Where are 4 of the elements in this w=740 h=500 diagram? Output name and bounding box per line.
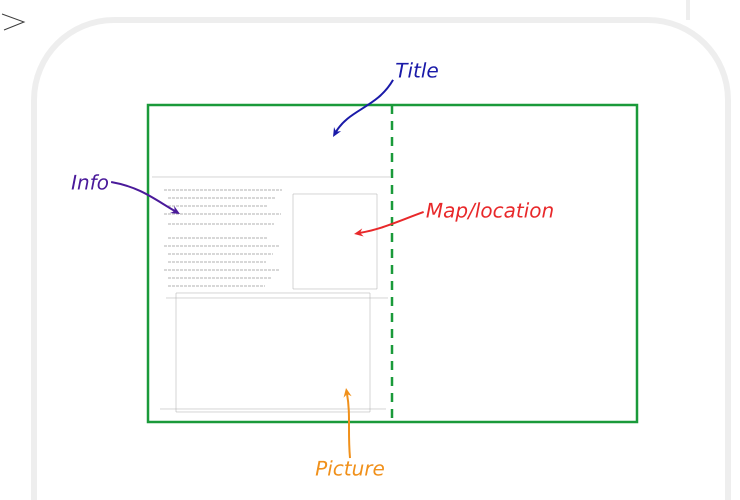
handwritten-label: Info (72, 174, 108, 190)
handwritten-label: Picture (316, 460, 384, 476)
handwritten-label: Map/location (426, 202, 553, 222)
handwritten-label: Title (396, 62, 438, 78)
